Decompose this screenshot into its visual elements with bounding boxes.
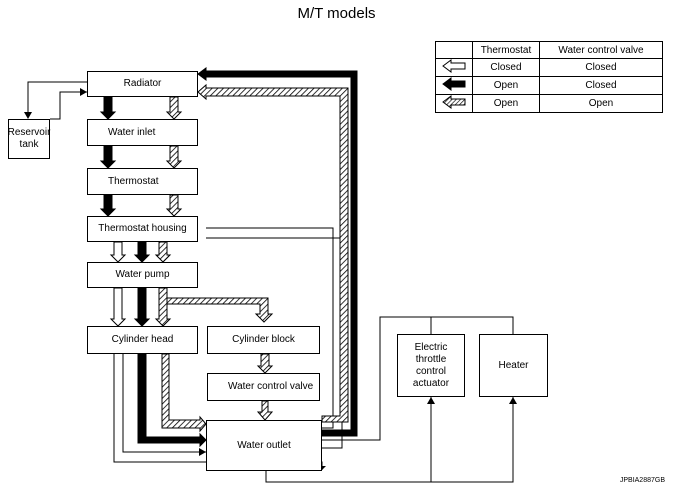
black-head-outlet-arrow [137,353,207,448]
arrowhead [427,397,435,404]
black-flow-arrow [99,145,117,169]
hatched-valve-outlet-arrow [256,400,274,421]
reservoir-overflow-line [27,81,87,112]
electric-throttle-control-actuator-box: Electric throttle control actuator [397,334,465,397]
figure-code: JPBIA2887GB [619,477,665,484]
legend-valve-state: Closed [539,76,663,95]
water-pump-box: Water pump [87,262,198,288]
thermostat-box: Thermostat [87,168,198,195]
arrowhead [24,112,32,119]
legend-header-row: Thermostat Water control valve [435,41,663,59]
black-flow-arrow [99,96,117,120]
legend-thermostat-state: Open [472,94,540,113]
thermostat-housing-box: Thermostat housing [87,216,198,242]
legend-header-blank [435,41,473,59]
arrowhead [199,448,206,456]
legend-valve-state: Open [539,94,663,113]
legend-thermostat-state: Closed [472,58,540,77]
water-outlet-box: Water outlet [206,420,322,471]
legend-thermostat-state: Open [472,76,540,95]
heater-supply-line [322,316,514,441]
heater-return-line [265,397,514,483]
reservoir-return-line [50,91,87,120]
hatch-flow-arrow [165,96,183,120]
white-flow-arrow [109,241,127,263]
black-arrow-icon [435,76,473,95]
legend-row: Open Closed [435,76,663,95]
water-inlet-box: Water inlet [87,119,198,146]
hatched-head-outlet-arrow [161,353,207,433]
arrowhead [509,397,517,404]
hatched-return-arrow [197,83,349,423]
radiator-box: Radiator [87,71,198,97]
black-return-arrow [197,67,358,437]
head-bypass-line-1 [122,354,206,453]
reservoir-tank-box: Reservoir tank [8,119,50,159]
black-flow-arrow [99,194,117,217]
hatch-flow-arrow [165,194,183,217]
bypass-return-line [206,227,334,429]
hatch-flow-arrow [165,145,183,169]
hatched-arrow-icon [435,94,473,113]
flow-legend-table: Thermostat Water control valve Closed Cl… [435,41,663,113]
legend-valve-state: Closed [539,58,663,77]
hatched-pump-block-arrow [159,285,274,323]
arrowhead [80,88,87,96]
cylinder-block-box: Cylinder block [207,326,320,354]
cylinder-head-box: Cylinder head [87,326,198,354]
legend-row: Open Open [435,94,663,113]
heater-box: Heater [479,334,548,397]
water-control-valve-box: Water control valve [207,373,320,401]
white-flow-arrow [109,287,127,327]
page-title: M/T models [297,5,376,22]
black-flow-arrow [133,241,151,263]
black-flow-arrow [133,287,151,327]
hatch-flow-arrow [256,353,274,374]
hatch-flow-arrow [154,287,172,327]
white-arrow-icon [435,58,473,77]
legend-row: Closed Closed [435,58,663,77]
legend-header-thermostat: Thermostat [472,41,540,59]
legend-header-valve: Water control valve [539,41,663,59]
hatch-flow-arrow [154,241,172,263]
